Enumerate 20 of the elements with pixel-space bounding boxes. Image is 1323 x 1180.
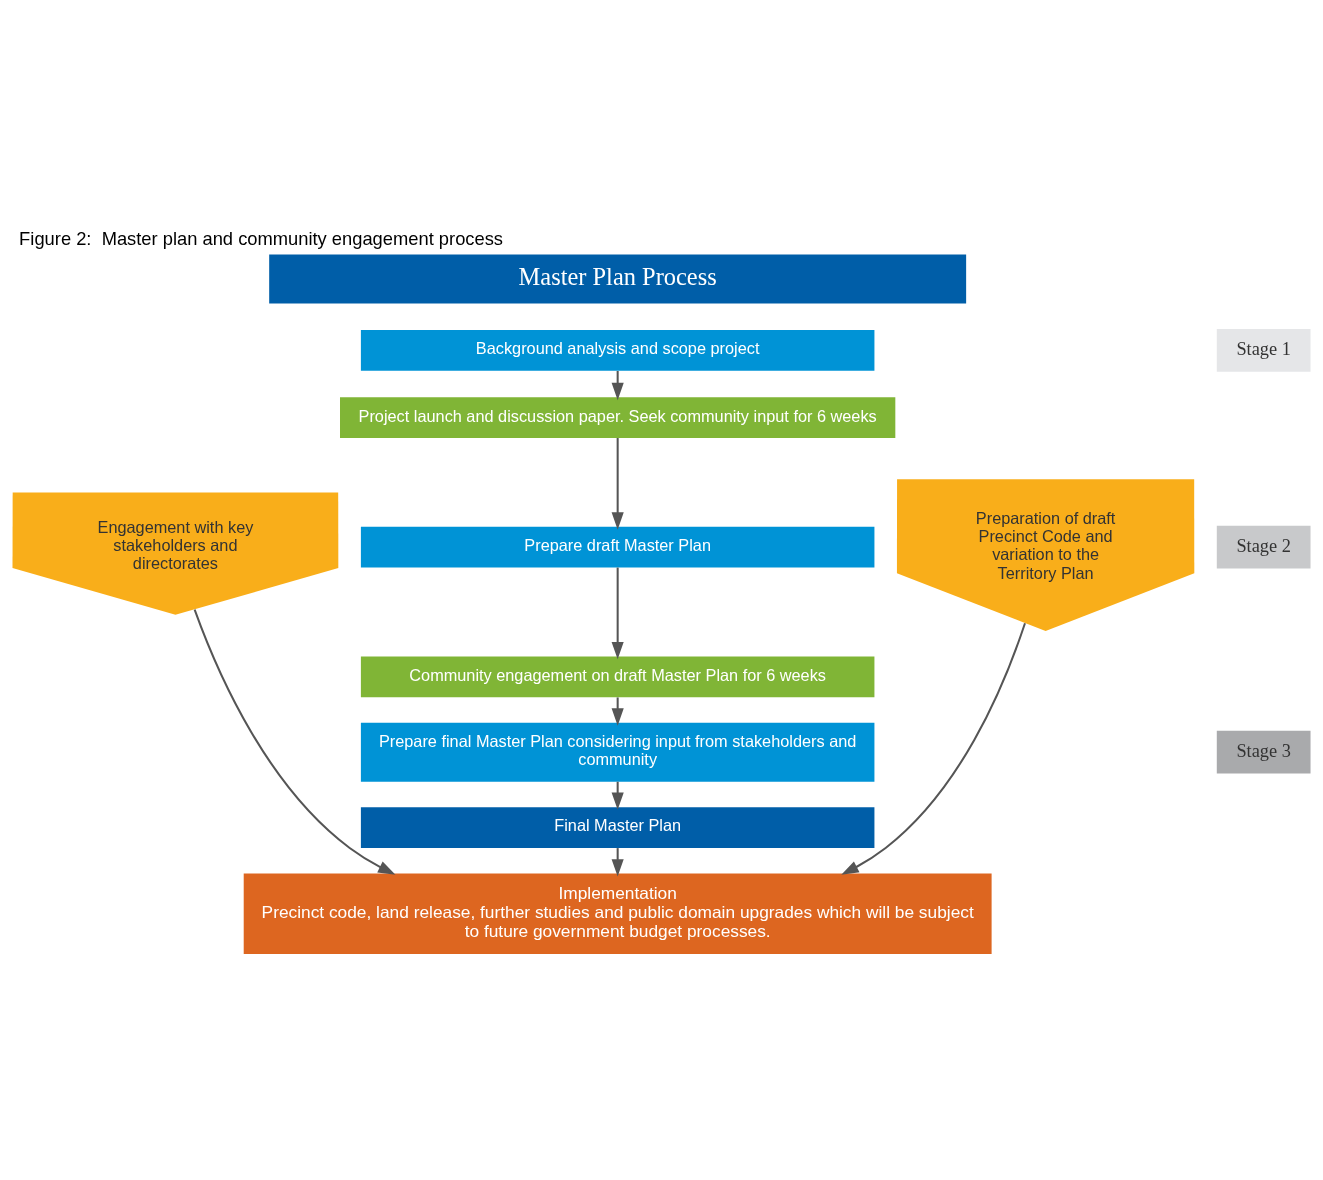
- node-box: Stage 1: [1216, 329, 1311, 372]
- node-box: Stage 3: [1216, 730, 1311, 774]
- arrow: [611, 781, 624, 810]
- diagram-title: Figure 2: Master plan and community engagement process: [19, 227, 504, 249]
- node-box: Final Master Plan: [360, 807, 875, 848]
- arrow: [611, 370, 624, 401]
- arrow: [611, 697, 624, 726]
- node-box: Background analysis and scope project: [360, 330, 875, 371]
- node-box: Prepare draft Master Plan: [360, 526, 875, 568]
- arrow: [611, 848, 624, 877]
- arrow: [611, 438, 624, 530]
- node-box: Stage 2: [1216, 525, 1311, 569]
- node-box: Master Plan Process: [269, 254, 967, 304]
- node-box: Project launch and discussion paper. Seek community input for 6 weeks: [340, 397, 896, 438]
- arrow: [841, 622, 1026, 875]
- arrow: [193, 609, 396, 875]
- arrow: [611, 567, 624, 660]
- node-box: Prepare final Master Plan considering input from stakeholders and community: [360, 722, 875, 782]
- node-box: Implementation Precinct code, land release, further studies and public domain upgrades which will be subject to future government budget processes.: [243, 873, 992, 954]
- node-box: Community engagement on draft Master Plan for 6 weeks: [360, 656, 875, 698]
